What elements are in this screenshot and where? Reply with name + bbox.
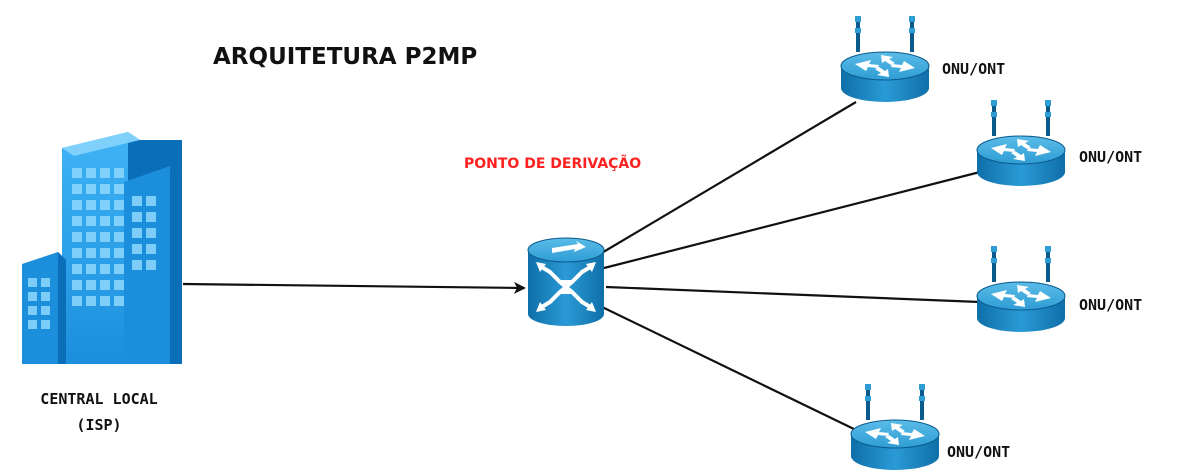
branch-link-3: [605, 285, 981, 304]
wireless-router-icon: [850, 383, 940, 471]
optical-splitter-icon: [527, 237, 605, 326]
onu-label: ONU/ONT: [942, 60, 1005, 78]
splitter-label: PONTO DE DERIVAÇÃO: [464, 155, 641, 172]
branch-link-2: [603, 170, 981, 270]
branch-link-4: [599, 305, 857, 431]
onu-label: ONU/ONT: [947, 443, 1010, 461]
wireless-router-icon: [976, 99, 1066, 187]
wireless-router-icon: [840, 15, 930, 103]
links: [182, 101, 981, 431]
wireless-router-icon: [976, 245, 1066, 333]
branch-link-1: [599, 101, 857, 255]
onu-device-2: ONU/ONT: [976, 99, 1142, 187]
trunk-link-arrow: [182, 281, 526, 294]
central-office-label-line1: CENTRAL LOCAL: [40, 390, 157, 408]
onu-label: ONU/ONT: [1079, 296, 1142, 314]
onu-device-4: ONU/ONT: [850, 383, 1010, 471]
onu-device-1: ONU/ONT: [840, 15, 1005, 103]
onu-device-3: ONU/ONT: [976, 245, 1142, 333]
diagram-title: ARQUITETURA P2MP: [213, 44, 477, 70]
central-office-label-line2: (ISP): [76, 416, 121, 434]
office-building-icon: [22, 132, 182, 364]
onu-label: ONU/ONT: [1079, 148, 1142, 166]
